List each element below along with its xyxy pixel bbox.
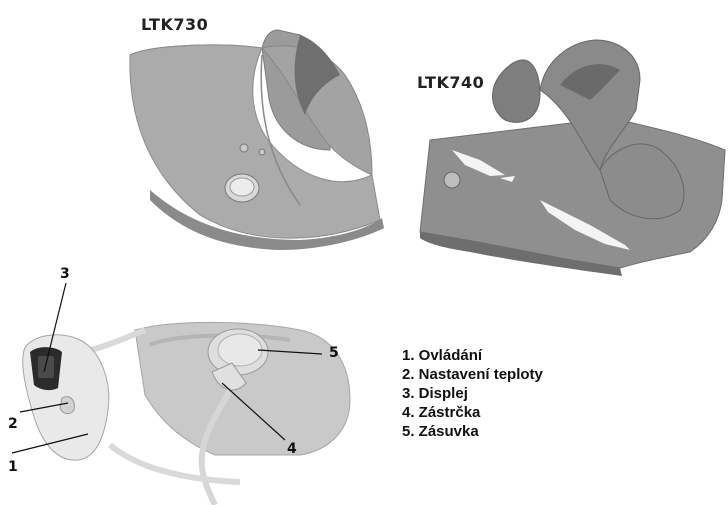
callout-number-2: 2 bbox=[8, 416, 18, 432]
parts-legend: 1. Ovládání 2. Nastavení teploty 3. Disp… bbox=[402, 346, 543, 441]
callout-number-4: 4 bbox=[287, 441, 297, 457]
callout-number-5: 5 bbox=[329, 345, 339, 361]
display-panel bbox=[30, 347, 62, 390]
legend-item-plug: 4. Zástrčka bbox=[402, 403, 543, 422]
callout-number-3: 3 bbox=[60, 266, 70, 282]
callout-number-1: 1 bbox=[8, 459, 18, 475]
legend-item-display: 3. Displej bbox=[402, 384, 543, 403]
legend-item-socket: 5. Zásuvka bbox=[402, 422, 543, 441]
ltk730-connector-socket bbox=[225, 174, 259, 202]
ltk730-label: LTK730 bbox=[141, 15, 208, 34]
remote-controller bbox=[23, 335, 109, 460]
controller-assembly bbox=[23, 322, 350, 505]
ltk730-shoulder-pad bbox=[130, 30, 384, 250]
heating-pad-socket bbox=[208, 329, 268, 375]
temperature-button bbox=[60, 397, 74, 414]
ltk740-label: LTK740 bbox=[417, 73, 484, 92]
legend-item-controller: 1. Ovládání bbox=[402, 346, 543, 365]
legend-item-temperature: 2. Nastavení teploty bbox=[402, 365, 543, 384]
